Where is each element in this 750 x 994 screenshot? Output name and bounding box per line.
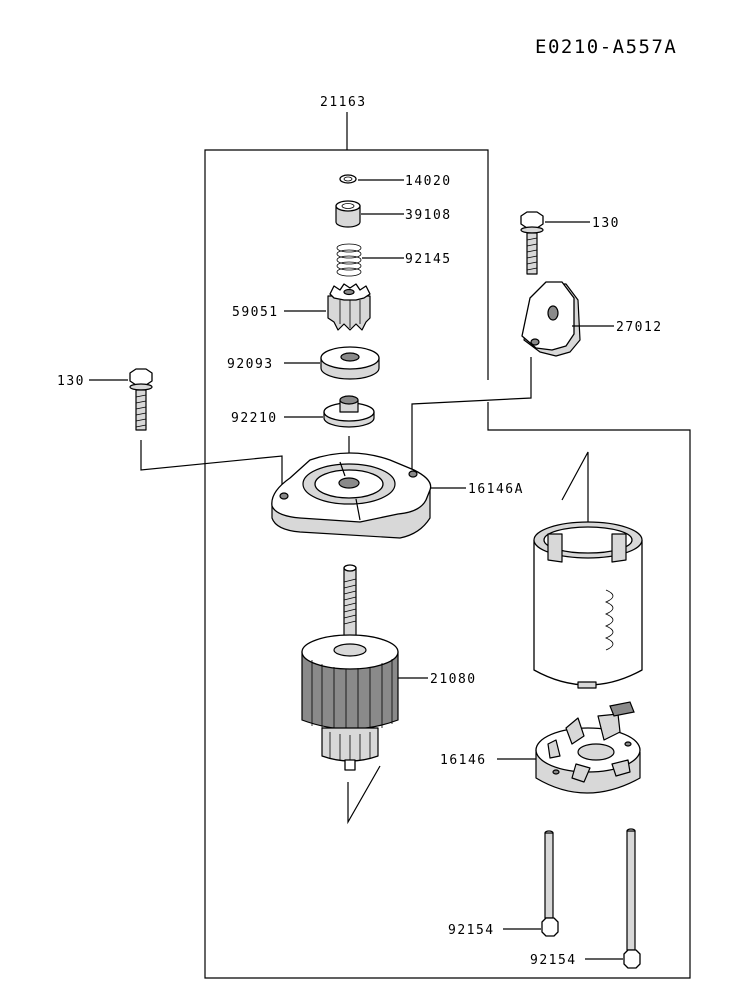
label-21163: 21163 [320, 95, 367, 110]
bracket-part [521, 281, 614, 357]
armature-part [301, 564, 428, 825]
label-16146A: 16146A [468, 482, 524, 497]
bolt-left-leader [140, 440, 283, 490]
pinion-gear-part [284, 283, 371, 331]
label-130-right: 130 [592, 216, 620, 231]
bolt-right-part [520, 211, 590, 275]
nut-part [284, 395, 375, 428]
label-59051: 59051 [232, 305, 279, 320]
assembly-frame [204, 112, 691, 979]
label-14020: 14020 [405, 174, 452, 189]
label-39108: 39108 [405, 208, 452, 223]
label-21080: 21080 [430, 672, 477, 687]
label-27012: 27012 [616, 320, 663, 335]
rear-cover-part [497, 701, 641, 794]
spring-part [336, 243, 404, 277]
bolt-left-part [89, 368, 153, 431]
retaining-ring-part [339, 174, 404, 184]
through-bolt-1-part [503, 830, 559, 937]
bracket-leader [411, 357, 532, 470]
stop-collar-part [335, 200, 404, 228]
motor-housing-part [533, 451, 643, 689]
label-92145: 92145 [405, 252, 452, 267]
front-cover-part [271, 452, 466, 539]
label-92154-2: 92154 [530, 953, 577, 968]
label-92093: 92093 [227, 357, 274, 372]
diagram-code: E0210-A557A [535, 36, 677, 58]
label-92210: 92210 [231, 411, 278, 426]
through-bolt-2-part [585, 828, 641, 969]
label-16146: 16146 [440, 753, 487, 768]
label-92154-1: 92154 [448, 923, 495, 938]
washer-part [284, 346, 380, 380]
label-130-left: 130 [57, 374, 85, 389]
